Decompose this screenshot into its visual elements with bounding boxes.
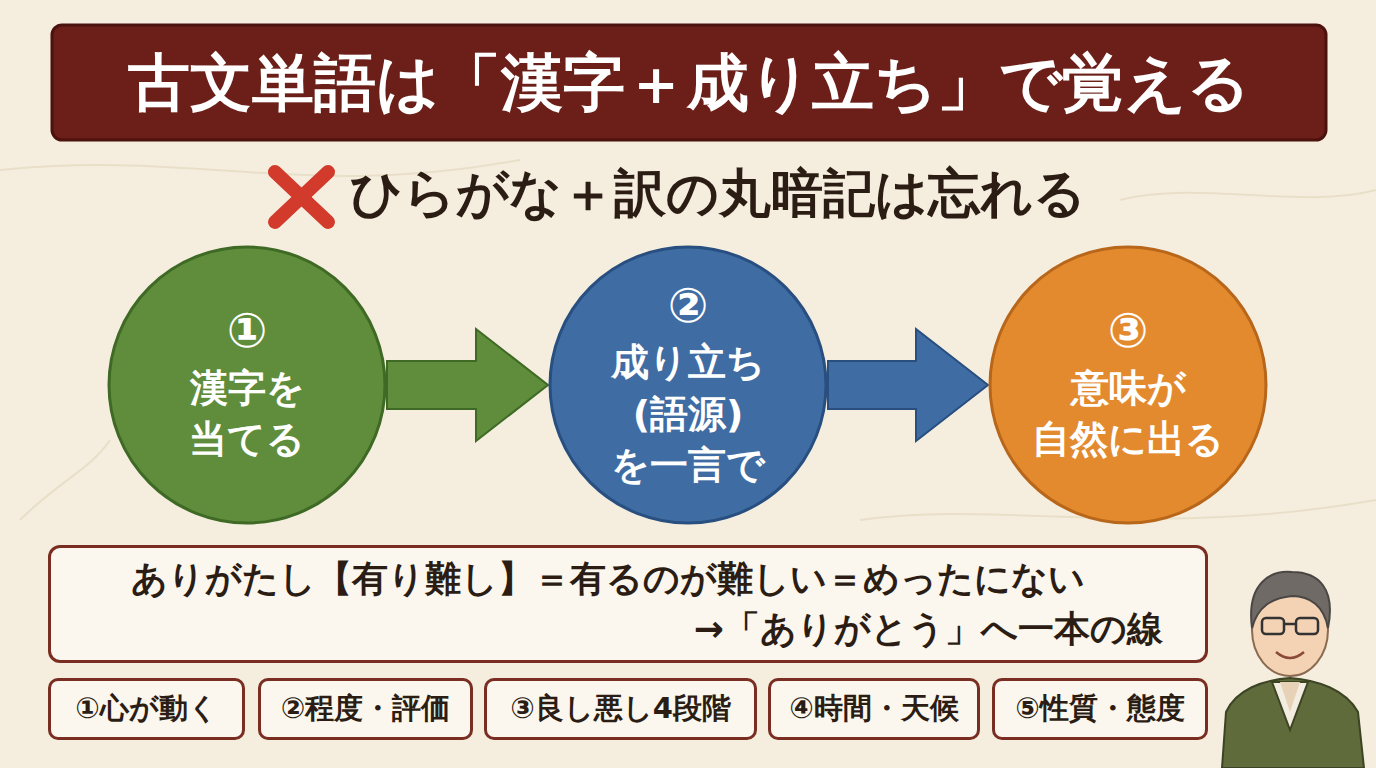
category-box: ④時間・天候 [768,678,980,740]
block-arrow [828,329,988,441]
title-text: 古文単語は「漢字＋成り立ち」で覚える [52,25,1326,140]
category-text: ⑤性質・態度 [1015,689,1185,729]
circle-outline [990,247,1266,523]
category-box: ③良し悪し4段階 [484,678,757,740]
example-box: ありがたし【有り難し】＝有るのが難しい＝めったにない→「ありがとう」へ一本の線 [48,545,1208,663]
example-text: ありがたし【有り難し】＝有るのが難しい＝めったにない [131,554,1085,604]
example-text: →「ありがとう」へ一本の線 [694,604,1163,654]
cross-stroke [275,172,328,222]
step-circle: ③ 意味が 自然に出る [988,245,1268,525]
texture-stroke [20,440,110,520]
subtitle-text: ひらがな＋訳の丸暗記は忘れる [350,162,1086,224]
kimono [1222,678,1364,768]
glasses [1262,618,1318,634]
lens [1296,618,1318,634]
bridge [1284,623,1296,626]
teacher-illustration [1222,572,1364,768]
circle-outline [109,247,385,523]
category-box: ⑤性質・態度 [992,678,1208,740]
step-text: 意味が 自然に出る [1032,363,1224,466]
category-text: ③良し悪し4段階 [510,689,731,729]
step-number: ② [668,279,709,332]
collar [1272,682,1308,730]
smile [1276,652,1304,658]
step-circle: ②成り立ち(語源) を一言で [548,245,828,525]
category-box: ①心が動く [48,678,245,740]
step-text: 漢字を 当てる [189,363,305,466]
block-arrow [387,329,548,441]
texture-stroke [1120,190,1376,200]
step-number: ① [227,304,268,357]
category-text: ④時間・天候 [789,689,959,729]
neck [1280,682,1300,712]
step-circle: ① 漢字を 当てる [107,245,387,525]
step-text: 成り立ち(語源) を一言で [611,337,765,491]
category-text: ①心が動く [75,689,218,729]
circle-outline [550,247,826,523]
lens [1262,618,1284,634]
category-box: ②程度・評価 [258,678,473,740]
title-band [52,25,1326,140]
cross-stroke [275,172,328,222]
cross-mark [275,172,328,222]
step-number: ③ [1108,304,1149,357]
category-text: ②程度・評価 [281,689,451,729]
